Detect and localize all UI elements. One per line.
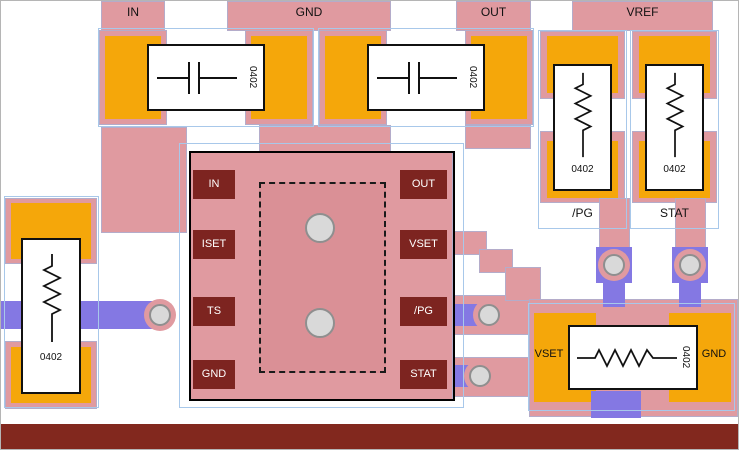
ic-pin-out[interactable]: OUT xyxy=(400,170,447,199)
via-stat[interactable] xyxy=(469,365,491,387)
label-pad-gnd: GND xyxy=(701,348,727,360)
via-left[interactable] xyxy=(149,304,171,326)
copper-pour-vset-step-3 xyxy=(505,267,541,301)
ic-outline[interactable] xyxy=(189,151,455,401)
ic-pin-pg[interactable]: /PG xyxy=(400,297,447,326)
label-pad-vset: VSET xyxy=(534,348,564,360)
via-rpg[interactable] xyxy=(603,254,625,276)
trace-rstat-stub xyxy=(679,283,701,307)
via-thermal-2[interactable] xyxy=(305,308,335,338)
via-thermal-1[interactable] xyxy=(305,213,335,243)
component-value: 0402 xyxy=(571,164,594,175)
label-rail-out: OUT xyxy=(480,5,507,19)
label-net-pg: /PG xyxy=(572,206,593,220)
component-value: 0402 xyxy=(247,66,258,89)
ic-pin-gnd[interactable]: GND xyxy=(193,360,235,389)
component-value: 0402 xyxy=(467,66,478,89)
ic-exposed-pad xyxy=(259,182,386,373)
ic-pin-stat[interactable]: STAT xyxy=(400,360,447,389)
resistor-rvset-body[interactable]: 0402 xyxy=(568,325,698,390)
resistor-symbol xyxy=(41,254,63,342)
resistor-symbol xyxy=(577,347,677,369)
label-rail-in: IN xyxy=(127,5,139,19)
copper-pour-gnd-connector xyxy=(259,125,391,155)
capacitor-symbol xyxy=(377,62,457,94)
copper-pour-out-connector xyxy=(465,125,531,149)
component-value: 0402 xyxy=(663,164,686,175)
component-value: 0402 xyxy=(680,346,691,369)
bottom-layer-bar xyxy=(1,424,738,449)
component-value: 0402 xyxy=(39,352,63,363)
ic-pin-vset[interactable]: VSET xyxy=(400,230,447,259)
label-rail-gnd: GND xyxy=(295,5,323,19)
resistor-symbol xyxy=(665,72,685,158)
capacitor-cin-body[interactable]: 0402 xyxy=(147,44,265,111)
via-pg[interactable] xyxy=(478,304,500,326)
trace-rpg-stub xyxy=(603,283,625,307)
ic-pin-iset[interactable]: ISET xyxy=(193,230,235,259)
ic-pin-in[interactable]: IN xyxy=(193,170,235,199)
copper-pour-rail-gnd xyxy=(227,1,391,31)
resistor-symbol xyxy=(573,72,593,158)
ic-pin-ts[interactable]: TS xyxy=(193,297,235,326)
capacitor-cout-body[interactable]: 0402 xyxy=(367,44,485,111)
resistor-rleft-body[interactable]: 0402 xyxy=(21,238,81,394)
label-net-stat: STAT xyxy=(660,206,689,220)
resistor-rstat-body[interactable]: 0402 xyxy=(645,64,704,191)
copper-pour-rail-vref xyxy=(572,1,713,31)
copper-pour-in-block xyxy=(101,127,187,233)
resistor-rpg-body[interactable]: 0402 xyxy=(553,64,612,191)
trace-pg xyxy=(453,304,483,326)
capacitor-symbol xyxy=(157,62,237,94)
via-rstat[interactable] xyxy=(679,254,701,276)
trace-vset-bottom xyxy=(591,391,641,418)
label-rail-vref: VREF xyxy=(626,5,659,19)
